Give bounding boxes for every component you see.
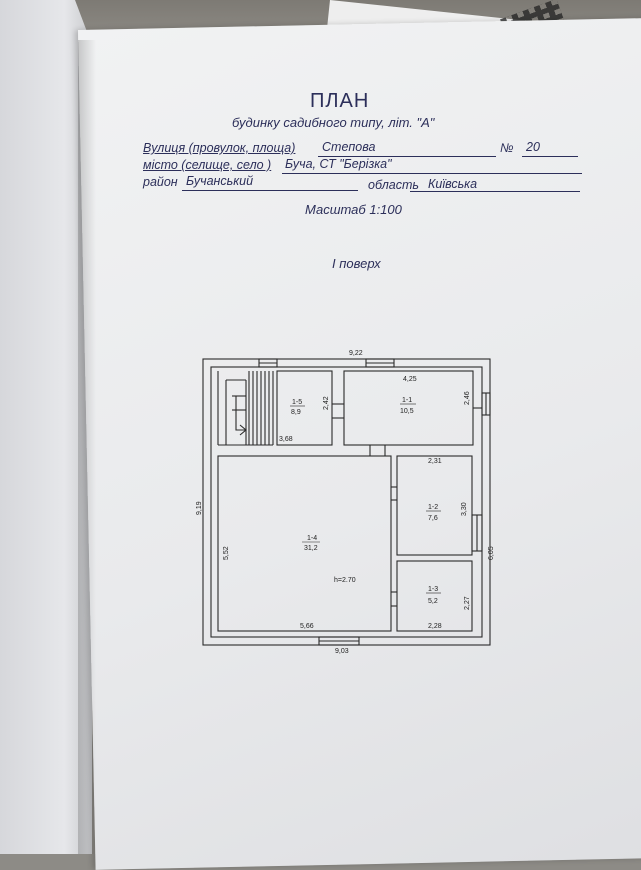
staircase — [217, 371, 274, 446]
region-underline — [410, 191, 580, 192]
dim-room-1-1-depth: 2,46 — [464, 391, 471, 405]
dim-room-1-1-width: 4,25 — [403, 376, 417, 383]
scale-label: Масштаб 1:100 — [305, 202, 402, 217]
number-label: № — [500, 141, 514, 155]
number-value: 20 — [526, 140, 540, 154]
page-gutter-shadow — [78, 40, 96, 854]
city-value: Буча, СТ "Берізка" — [285, 157, 392, 171]
district-underline — [182, 190, 358, 191]
doors — [332, 403, 482, 607]
dim-room-1-5-width: 3,68 — [279, 436, 293, 443]
dim-room-1-2-width: 2,31 — [428, 458, 442, 465]
room-1-5-walls — [276, 370, 333, 446]
dim-top-overall: 9,22 — [349, 350, 363, 357]
outer-wall-inner — [210, 366, 483, 638]
left-page-edge — [0, 0, 92, 854]
room-1-1-area: 10,5 — [400, 408, 414, 415]
room-labels: 1-5 8,9 1-1 10,5 1-2 7,6 1-4 31,2 1-3 5,… — [290, 397, 441, 605]
room-1-5-id: 1-5 — [292, 399, 302, 406]
region-value: Київська — [428, 177, 478, 191]
city-label: місто (селище, село ) — [143, 158, 272, 172]
dim-room-1-5-depth: 2,42 — [323, 396, 330, 410]
street-label: Вулиця (провулок, площа) — [143, 141, 296, 155]
dim-room-1-2-depth: 3,30 — [461, 502, 468, 516]
room-1-2-area: 7,6 — [428, 515, 438, 522]
street-value: Степова — [322, 140, 376, 154]
room-1-2-id: 1-2 — [428, 504, 438, 511]
number-underline — [522, 156, 578, 157]
dimensions: 9,22 4,25 2,46 2,42 3,68 2,31 3,30 9,19 … — [196, 350, 495, 655]
room-1-5-area: 8,9 — [291, 409, 301, 416]
room-1-3-walls — [396, 560, 473, 632]
page-subtitle: будинку садибного типу, літ. "А" — [232, 115, 435, 130]
dim-room-1-3-depth: 2,27 — [464, 596, 471, 610]
room-1-3-area: 5,2 — [428, 598, 438, 605]
street-underline — [318, 156, 496, 157]
room-1-1-id: 1-1 — [402, 397, 412, 404]
dim-room-1-4-depth: 5,52 — [223, 546, 230, 560]
dim-right-overall: 6,05 — [488, 546, 495, 560]
city-underline — [282, 173, 582, 174]
room-1-3-id: 1-3 — [428, 586, 438, 593]
district-label: район — [143, 175, 178, 189]
room-1-4-area: 31,2 — [304, 545, 318, 552]
dim-room-1-4-width: 5,66 — [300, 623, 314, 630]
page-title: ПЛАН — [310, 90, 370, 112]
dim-room-1-3-width: 2,28 — [428, 623, 442, 630]
dim-left-overall: 9,19 — [196, 501, 203, 515]
room-1-4-id: 1-4 — [307, 535, 317, 542]
dim-bottom-overall: 9,03 — [335, 648, 349, 655]
room-1-4-walls — [217, 455, 392, 632]
ceiling-height: h=2.70 — [334, 577, 356, 584]
region-label: область — [368, 178, 419, 192]
floor-label: І поверх — [332, 256, 381, 271]
windows — [258, 358, 491, 646]
district-value: Бучанський — [186, 174, 254, 188]
room-1-2-walls — [396, 455, 473, 556]
